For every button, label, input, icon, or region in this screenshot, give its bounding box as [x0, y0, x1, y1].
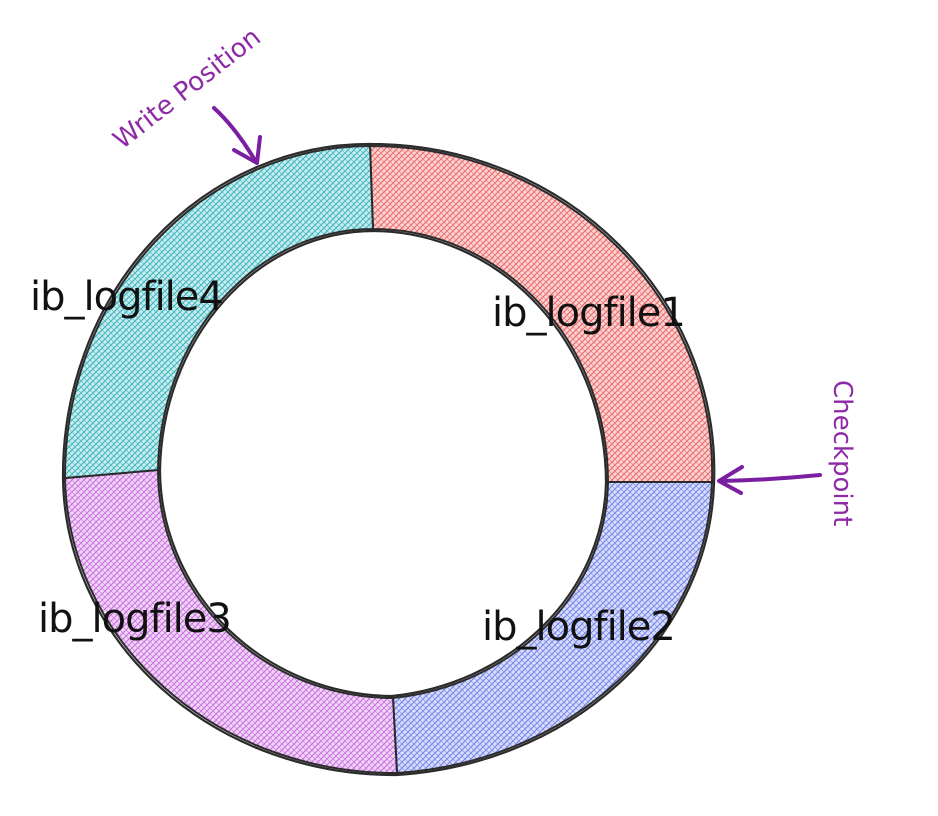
write-position-annotation: Write Position	[108, 22, 267, 165]
checkpoint-annotation: Checkpoint	[717, 380, 857, 526]
inner-ring-outline	[158, 229, 608, 698]
label-ib-logfile1: ib_logfile1	[492, 290, 685, 336]
segment-ib-logfile3	[63, 468, 399, 775]
write-position-arrowhead-icon	[232, 135, 262, 165]
label-ib-logfile2: ib_logfile2	[482, 604, 675, 650]
write-position-arrow-icon	[212, 106, 258, 164]
outer-ring-outline	[61, 142, 716, 777]
write-position-label: Write Position	[108, 22, 267, 155]
segment-ib-logfile4	[63, 144, 375, 480]
checkpoint-arrowhead-icon	[717, 465, 744, 495]
label-ib-logfile4: ib_logfile4	[30, 274, 223, 320]
segment-ib-logfile2	[391, 481, 714, 775]
segment-ib-logfile1	[368, 144, 714, 483]
checkpoint-label: Checkpoint	[827, 380, 857, 526]
checkpoint-arrow-icon	[718, 473, 822, 483]
label-ib-logfile3: ib_logfile3	[38, 596, 231, 642]
